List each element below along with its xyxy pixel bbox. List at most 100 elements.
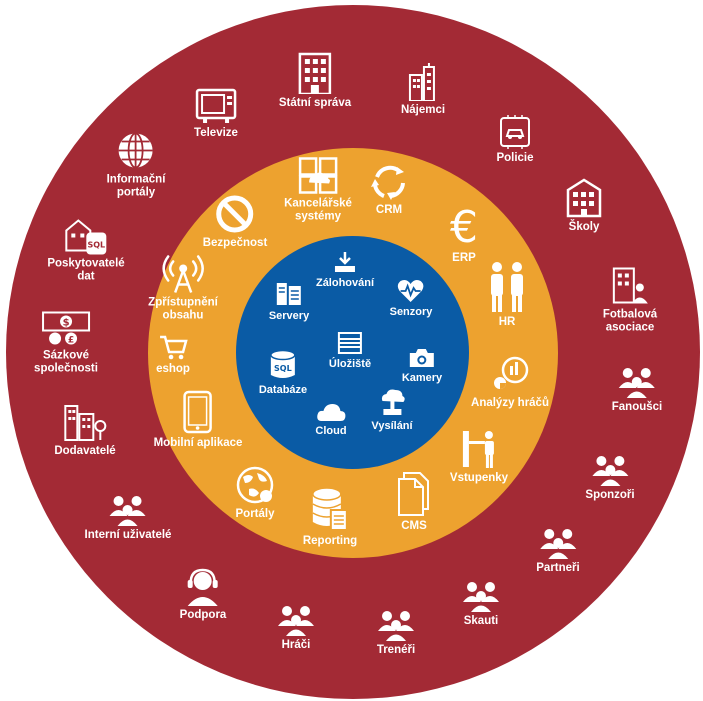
item-bezpecnost: Bezpečnost <box>203 194 267 250</box>
people-group-icon <box>618 368 655 398</box>
item-zpristupneni-obsahu: Zpřístupnění obsahu <box>148 254 218 323</box>
portal-globe-icon <box>236 466 274 504</box>
betting-money-icon: $£ <box>42 311 90 346</box>
label-cloud: Cloud <box>315 425 347 437</box>
label-statni-sprava: Státní správa <box>278 97 352 109</box>
svg-text:$: $ <box>63 318 70 329</box>
label-eshop: eshop <box>156 363 190 375</box>
item-najemci: Nájemci <box>401 63 445 117</box>
label-partneri: Partneři <box>536 562 580 574</box>
item-statni-sprava: Státní správa <box>279 50 351 110</box>
item-portaly: Portály <box>235 465 275 521</box>
svg-text:€: € <box>450 205 478 249</box>
label-cms: CMS <box>401 520 427 532</box>
item-treneri: Trenéři <box>376 609 416 657</box>
label-poskytovatele-dat: Poskytovatelé dat <box>47 257 125 283</box>
item-dodavatele: Dodavatelé <box>54 402 116 458</box>
label-zpristupneni-obsahu: Zpřístupnění obsahu <box>148 296 218 322</box>
item-hr: HR <box>487 261 527 329</box>
servers-icon <box>277 283 301 305</box>
item-fanousci: Fanoušci <box>612 366 662 414</box>
item-cms: CMS <box>396 471 432 533</box>
item-eshop: eshop <box>156 334 190 376</box>
item-poskytovatele-dat: SQL Poskytovatelé dat <box>47 217 125 284</box>
label-servery: Servery <box>268 310 310 322</box>
label-treneri: Trenéři <box>376 644 416 656</box>
label-policie: Policie <box>496 152 534 164</box>
item-partneri: Partneři <box>536 527 580 575</box>
circular-arrows-icon <box>371 165 405 200</box>
tv-icon <box>195 88 237 123</box>
people-group-icon <box>540 529 576 559</box>
label-reporting: Reporting <box>302 535 358 547</box>
label-uloziste: Úložiště <box>328 358 372 370</box>
svg-text:SQL: SQL <box>87 241 105 250</box>
label-sponzori: Sponzoři <box>585 489 635 501</box>
label-interni-uzivatele: Interní uživatelé <box>84 529 172 541</box>
shopping-cart-icon <box>160 335 188 360</box>
item-uloziste: Úložiště <box>329 331 371 371</box>
label-zalohovani: Zálohování <box>315 277 375 289</box>
people-group-icon <box>378 611 414 641</box>
item-televize: Televize <box>194 86 238 140</box>
no-entry-icon <box>216 195 254 233</box>
label-hraci: Hráči <box>281 639 311 651</box>
item-policie: Policie <box>496 115 534 165</box>
label-mobilni-aplikace: Mobilní aplikace <box>153 437 243 449</box>
item-reporting: Reporting <box>303 486 357 548</box>
people-group-icon <box>278 606 314 636</box>
label-vstupenky: Vstupenky <box>449 472 509 484</box>
item-vysilani: Vysílání <box>371 387 413 433</box>
item-databaze: SQL Databáze <box>259 349 307 397</box>
label-erp: ERP <box>452 252 476 264</box>
sql-database-house-icon: SQL <box>64 219 106 255</box>
police-car-chip-icon <box>500 115 530 149</box>
school-building-icon <box>566 178 602 218</box>
factory-tree-icon <box>63 405 106 441</box>
item-fotbalova-asociace: Fotbalová asociace <box>603 266 657 335</box>
office-building-icon <box>298 52 332 94</box>
database-report-icon <box>312 487 348 531</box>
people-group-icon <box>591 456 628 486</box>
svg-text:£: £ <box>68 336 74 346</box>
item-skauti: Skauti <box>461 580 501 628</box>
item-mobilni-aplikace: Mobilní aplikace <box>153 390 243 450</box>
item-senzory: Senzory <box>389 279 433 319</box>
item-servery: Servery <box>269 281 309 323</box>
label-senzory: Senzory <box>389 306 433 318</box>
item-vstupenky: Vstupenky <box>450 427 508 485</box>
label-databaze: Databáze <box>258 384 308 396</box>
label-najemci: Nájemci <box>400 104 446 116</box>
svg-text:SQL: SQL <box>274 364 292 373</box>
item-sazkove-spolecnosti: $£ Sázkové společnosti <box>34 311 98 376</box>
camera-icon <box>409 349 434 367</box>
cloud-icon <box>316 404 345 421</box>
label-kamery: Kamery <box>401 372 443 384</box>
label-skauti: Skauti <box>463 615 499 627</box>
label-fanousci: Fanoušci <box>611 401 663 413</box>
label-dodavatele: Dodavatelé <box>54 445 116 457</box>
euro-icon: € <box>450 205 478 249</box>
cloud-broadcast-icon <box>381 389 405 415</box>
item-analyzy-hracu: Analýzy hráčů <box>471 356 549 410</box>
storage-icon <box>338 332 362 354</box>
item-kamery: Kamery <box>402 347 442 385</box>
two-people-icon <box>491 262 523 312</box>
headset-user-icon <box>187 568 218 606</box>
city-buildings-icon <box>408 63 435 101</box>
turnstile-icon <box>462 431 494 468</box>
label-televize: Televize <box>194 127 238 139</box>
label-fotbalova-asociace: Fotbalová asociace <box>602 308 658 334</box>
label-hr: HR <box>498 316 516 328</box>
label-informacni-portaly: Informační portály <box>106 173 166 199</box>
label-kancelarske-systemy: Kancelářské systémy <box>284 197 352 223</box>
people-group-icon <box>109 496 146 526</box>
label-crm: CRM <box>375 204 403 216</box>
item-cloud: Cloud <box>315 402 347 438</box>
people-group-icon <box>463 582 499 612</box>
label-skoly: Školy <box>568 221 600 233</box>
globe-icon <box>118 132 153 169</box>
download-tray-icon <box>335 252 355 272</box>
item-zalohovani: Zálohování <box>316 250 374 290</box>
item-erp: € ERP <box>447 205 481 265</box>
